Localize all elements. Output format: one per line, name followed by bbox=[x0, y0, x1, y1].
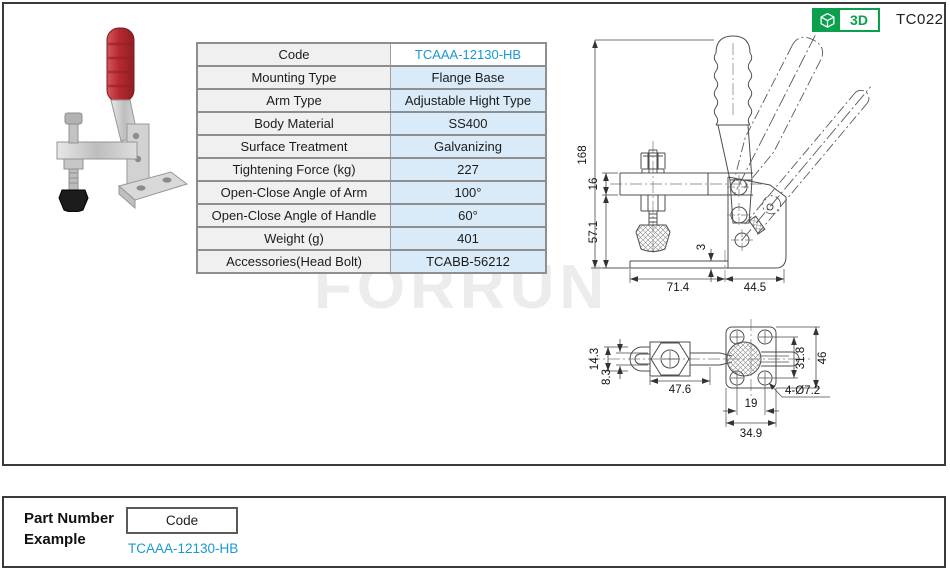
spec-value-code[interactable]: TCAAA-12130-HB bbox=[391, 44, 545, 65]
spec-label: Accessories(Head Bolt) bbox=[198, 251, 391, 272]
spec-label: Body Material bbox=[198, 113, 391, 134]
spec-value: 227 bbox=[391, 159, 545, 180]
dim-71-4: 71.4 bbox=[667, 282, 690, 294]
dim-19: 19 bbox=[745, 398, 758, 410]
product-photo bbox=[35, 22, 190, 217]
spec-value: TCABB-56212 bbox=[391, 251, 545, 272]
table-row: Code TCAAA-12130-HB bbox=[198, 44, 545, 67]
spec-value: 100° bbox=[391, 182, 545, 203]
table-row: Weight (g) 401 bbox=[198, 228, 545, 251]
table-row: Open-Close Angle of Arm 100° bbox=[198, 182, 545, 205]
title-line-1: Part Number bbox=[24, 510, 115, 527]
cube-3d-icon bbox=[814, 10, 840, 30]
dim-168: 168 bbox=[577, 145, 589, 164]
clamp-illustration bbox=[56, 27, 189, 213]
dim-47-6: 47.6 bbox=[669, 384, 691, 396]
table-row: Body Material SS400 bbox=[198, 113, 545, 136]
spec-label: Open-Close Angle of Handle bbox=[198, 205, 391, 226]
top-view bbox=[588, 319, 810, 397]
dim-31-8: 31.8 bbox=[795, 347, 807, 369]
table-row: Accessories(Head Bolt) TCABB-56212 bbox=[198, 251, 545, 272]
spec-label: Mounting Type bbox=[198, 67, 391, 88]
table-row: Mounting Type Flange Base bbox=[198, 67, 545, 90]
code-box: Code bbox=[126, 507, 238, 534]
spec-label: Tightening Force (kg) bbox=[198, 159, 391, 180]
table-row: Surface Treatment Galvanizing bbox=[198, 136, 545, 159]
example-part-number[interactable]: TCAAA-12130-HB bbox=[128, 541, 239, 556]
spec-label: Surface Treatment bbox=[198, 136, 391, 157]
spec-value: Galvanizing bbox=[391, 136, 545, 157]
part-number-example-title: Part Number Example bbox=[24, 508, 114, 550]
dim-8-3: 8.3 bbox=[601, 369, 613, 385]
technical-drawing: 168 16 57.1 3 71.4 44.5 bbox=[558, 25, 946, 450]
badge-3d-label: 3D bbox=[850, 12, 868, 28]
spec-value: Flange Base bbox=[391, 67, 545, 88]
part-number-example-box: Part Number Example Code TCAAA-12130-HB bbox=[2, 496, 946, 568]
3d-model-badge[interactable]: 3D bbox=[812, 8, 880, 32]
front-view-dimensions bbox=[591, 39, 785, 283]
title-line-2: Example bbox=[24, 531, 86, 548]
dim-16: 16 bbox=[588, 178, 600, 191]
page-code: TC022 bbox=[896, 11, 944, 28]
top-view-dimensions bbox=[604, 326, 830, 427]
spec-label: Code bbox=[198, 44, 391, 65]
table-row: Arm Type Adjustable Hight Type bbox=[198, 90, 545, 113]
spec-label: Arm Type bbox=[198, 90, 391, 111]
spec-label: Open-Close Angle of Arm bbox=[198, 182, 391, 203]
table-row: Open-Close Angle of Handle 60° bbox=[198, 205, 545, 228]
dim-57-1: 57.1 bbox=[588, 221, 600, 243]
spec-value: Adjustable Hight Type bbox=[391, 90, 545, 111]
dim-44-5: 44.5 bbox=[744, 282, 766, 294]
dim-34-9: 34.9 bbox=[740, 428, 762, 440]
spec-value: 401 bbox=[391, 228, 545, 249]
spec-table: Code TCAAA-12130-HB Mounting Type Flange… bbox=[196, 42, 547, 274]
front-view bbox=[610, 35, 871, 283]
table-row: Tightening Force (kg) 227 bbox=[198, 159, 545, 182]
dim-46: 46 bbox=[817, 352, 829, 365]
dim-3: 3 bbox=[696, 244, 708, 250]
spec-value: SS400 bbox=[391, 113, 545, 134]
spec-value: 60° bbox=[391, 205, 545, 226]
dim-14-3: 14.3 bbox=[589, 348, 601, 370]
dim-4-d7-2: 4-Ø7.2 bbox=[785, 385, 820, 397]
spec-label: Weight (g) bbox=[198, 228, 391, 249]
